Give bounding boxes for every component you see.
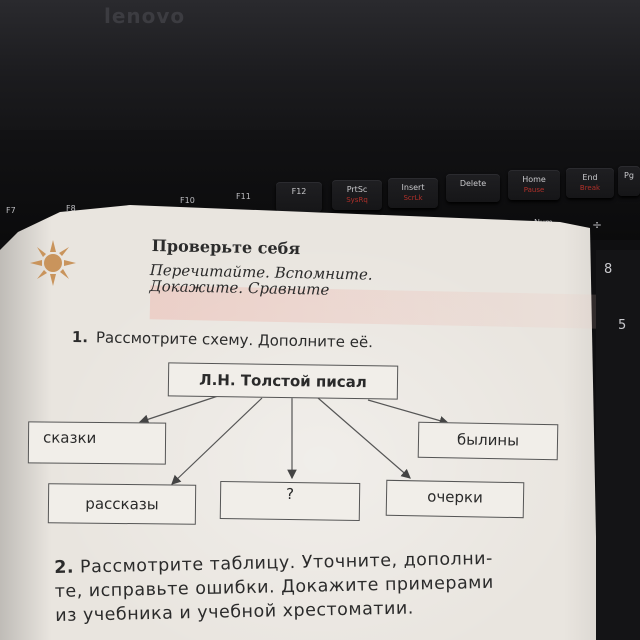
arrow-to-byliny bbox=[367, 399, 450, 426]
key-f8: F8 bbox=[66, 204, 76, 213]
keyboard-side: 8 5 bbox=[596, 250, 640, 640]
key-f12: F12 bbox=[276, 182, 322, 212]
task-2: 2.Рассмотрите таблицу. Уточните, дополни… bbox=[54, 545, 595, 628]
arrow-to-rasskazy bbox=[171, 397, 263, 485]
key-divide: ÷ bbox=[592, 218, 603, 232]
brand-logo: lenovo bbox=[104, 4, 186, 28]
scheme-box-ocherki: очерки bbox=[385, 479, 525, 519]
scheme-box-rasskazy: рассказы bbox=[47, 483, 197, 525]
key-f10: F10 bbox=[180, 196, 195, 205]
key-pgup: Pg bbox=[618, 166, 640, 196]
laptop-lid: lenovo bbox=[0, 0, 640, 130]
scheme-box-skazki: сказки bbox=[27, 421, 167, 465]
sun-icon bbox=[30, 240, 76, 286]
key-delete: Delete bbox=[446, 174, 500, 202]
arrow-to-skazki bbox=[138, 395, 219, 424]
arrow-to-ocherki bbox=[317, 397, 411, 479]
key-f7: F7 bbox=[6, 206, 16, 215]
key-5: 5 bbox=[618, 318, 627, 333]
scheme-box-byliny: былины bbox=[417, 421, 559, 461]
key-f11: F11 bbox=[236, 192, 251, 201]
key-8: 8 bbox=[604, 262, 613, 277]
scheme-box-unknown: ? bbox=[219, 481, 361, 521]
scheme-main-box: Л.Н. Толстой писал bbox=[167, 362, 399, 400]
